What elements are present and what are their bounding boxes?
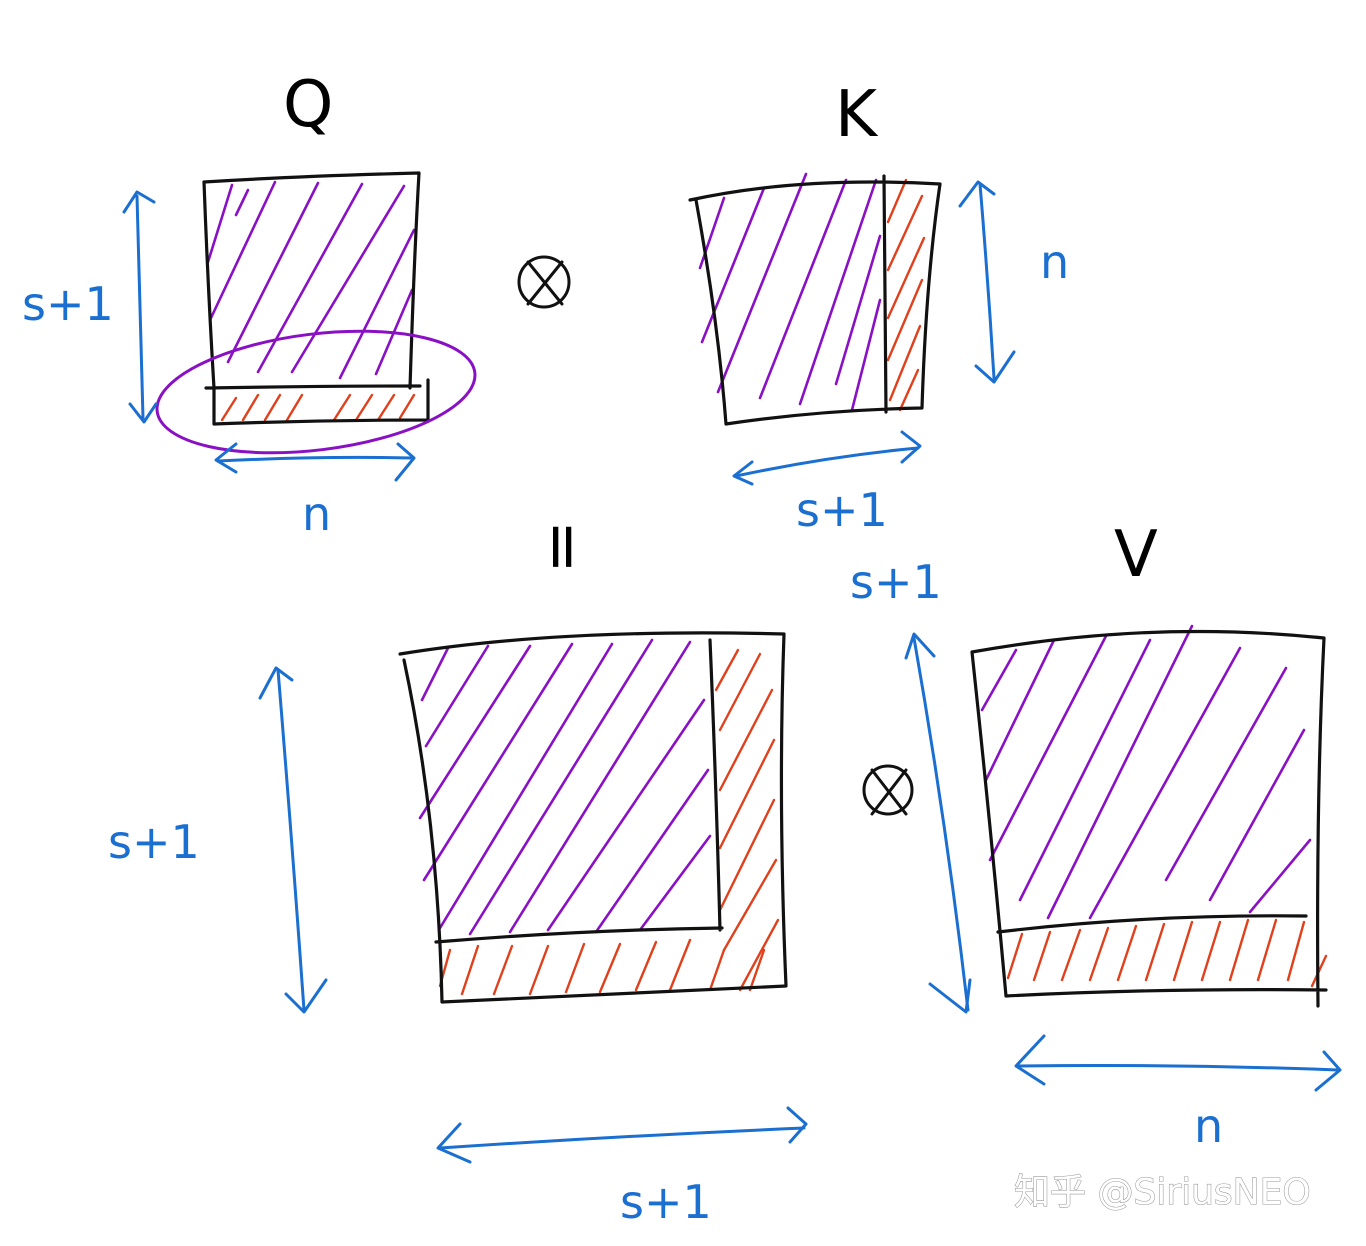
q-height-arrow [122,190,158,424]
k-height-arrow [958,180,1016,384]
result-red-hatch [438,648,780,996]
matrix-result: s+1 s+1 [108,631,808,1229]
matrix-q-label: Q [283,68,333,142]
matrix-v-label: V [1114,518,1158,592]
result-width-label: s+1 [620,1175,712,1229]
q-red-hatch [220,393,416,422]
matrix-v: V [850,518,1342,1153]
q-width-label: n [302,487,331,541]
k-frame [688,174,942,426]
matrix-q: Q [22,68,477,541]
result-frame [398,631,788,1004]
k-width-label: s+1 [796,483,888,537]
v-width-label: n [1194,1099,1223,1153]
v-frame [970,629,1328,1008]
v-height-label: s+1 [850,555,942,609]
k-red-hatch [886,178,926,412]
v-purple-hatch [980,624,1312,920]
result-width-arrow [436,1106,808,1164]
k-height-label: n [1040,235,1069,289]
matrix-k: K n s+1 [688,78,1069,537]
k-width-arrow [732,430,922,486]
result-height-label: s+1 [108,815,200,869]
result-purple-hatch [418,638,712,936]
v-red-hatch [1006,918,1328,988]
q-frame [202,171,430,426]
v-width-arrow [1014,1034,1342,1092]
result-height-arrow [258,666,328,1014]
q-height-label: s+1 [22,277,114,331]
q-width-arrow [214,442,416,482]
watermark: 知乎 @SiriusNEO [1014,1172,1311,1213]
tensor-product-icon [862,764,914,816]
matrix-k-label: K [835,78,879,152]
tensor-product-icon [517,255,571,309]
q-last-row-highlight [155,329,477,455]
k-purple-hatch [698,172,882,412]
v-height-arrow [904,632,972,1014]
equals-sign: = [526,520,600,574]
